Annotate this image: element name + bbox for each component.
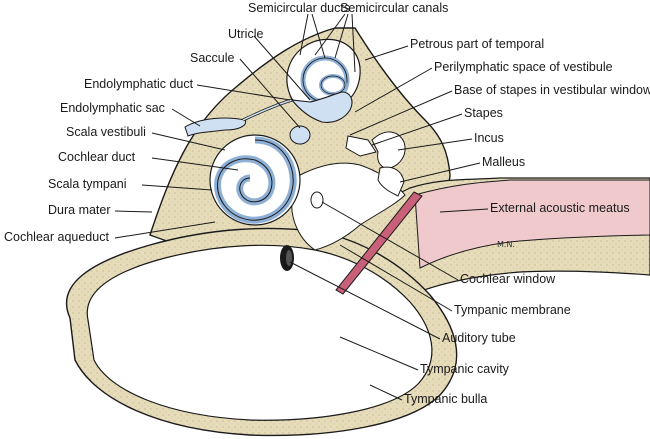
label-utricle: Utricle	[228, 27, 263, 41]
label-endolymphatic-duct: Endolymphatic duct	[84, 77, 194, 91]
vestibule-shape	[290, 91, 353, 123]
cochlea-outer	[209, 134, 301, 226]
tympanic-recess	[291, 162, 406, 251]
label-malleus: Malleus	[482, 155, 525, 169]
incus-shape	[371, 131, 406, 169]
label-tympanic-cavity: Tympanic cavity	[420, 362, 510, 376]
label-base-of-stapes: Base of stapes in vestibular window	[454, 83, 650, 97]
external-acoustic-meatus-canal	[414, 179, 650, 269]
label-perilymphatic-space: Perilymphatic space of vestibule	[434, 60, 613, 74]
label-scala-tympani: Scala tympani	[48, 177, 127, 191]
label-semicircular-ducts: Semicircular ducts	[248, 1, 350, 15]
saccule-shape	[289, 125, 311, 145]
stapes-shape	[345, 135, 377, 157]
label-scala-vestibuli: Scala vestibuli	[66, 125, 146, 139]
endolymphatic-sac-shape	[184, 117, 247, 137]
label-auditory-tube: Auditory tube	[442, 331, 516, 345]
malleus-shape	[377, 166, 405, 197]
tympanic-membrane-shape	[335, 191, 423, 295]
label-semicircular-canals: Semicircular canals	[340, 1, 448, 15]
label-tympanic-bulla: Tympanic bulla	[404, 392, 487, 406]
label-cochlear-duct: Cochlear duct	[58, 150, 136, 164]
label-cochlear-window: Cochlear window	[460, 272, 556, 286]
leader-lines	[114, 13, 489, 401]
label-stapes: Stapes	[464, 106, 503, 120]
label-tympanic-membrane: Tympanic membrane	[454, 303, 571, 317]
label-petrous-part: Petrous part of temporal	[410, 37, 544, 51]
label-saccule: Saccule	[190, 51, 235, 65]
label-cochlear-aqueduct: Cochlear aqueduct	[4, 230, 109, 244]
label-incus: Incus	[474, 131, 504, 145]
cochlear-window-shape	[310, 191, 324, 209]
artist-signature: M.N.	[497, 240, 515, 249]
label-endolymphatic-sac: Endolymphatic sac	[60, 101, 165, 115]
label-external-acoustic-meatus: External acoustic meatus	[490, 201, 630, 215]
label-dura-mater: Dura mater	[48, 203, 111, 217]
